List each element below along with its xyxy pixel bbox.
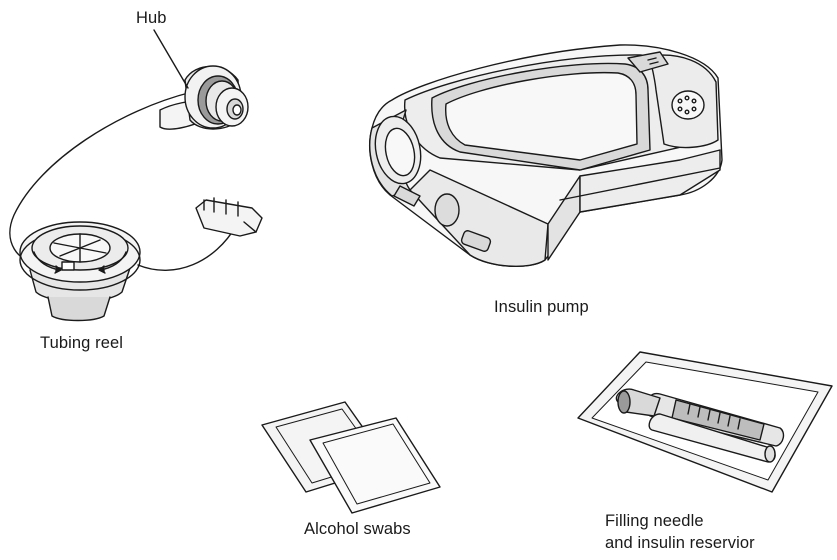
filling-needle-illustration <box>577 351 833 493</box>
tubing-line <box>9 91 237 271</box>
hub-illustration <box>159 65 249 130</box>
insulin-pump-label: Insulin pump <box>494 298 589 316</box>
tubing-reel-label: Tubing reel <box>40 334 124 352</box>
tubing-reel-illustration <box>19 221 141 322</box>
filling-needle-label-line1: Filling needle <box>605 512 704 530</box>
alcohol-swabs-illustration <box>261 401 441 514</box>
tubing-connector-illustration <box>195 197 263 237</box>
hub-label: Hub <box>136 9 167 27</box>
alcohol-swabs-label: Alcohol swabs <box>304 520 411 538</box>
hub-leader-line <box>153 29 189 89</box>
filling-needle-label-line2: and insulin reservior <box>605 534 755 552</box>
insulin-pump-illustration <box>369 44 723 268</box>
